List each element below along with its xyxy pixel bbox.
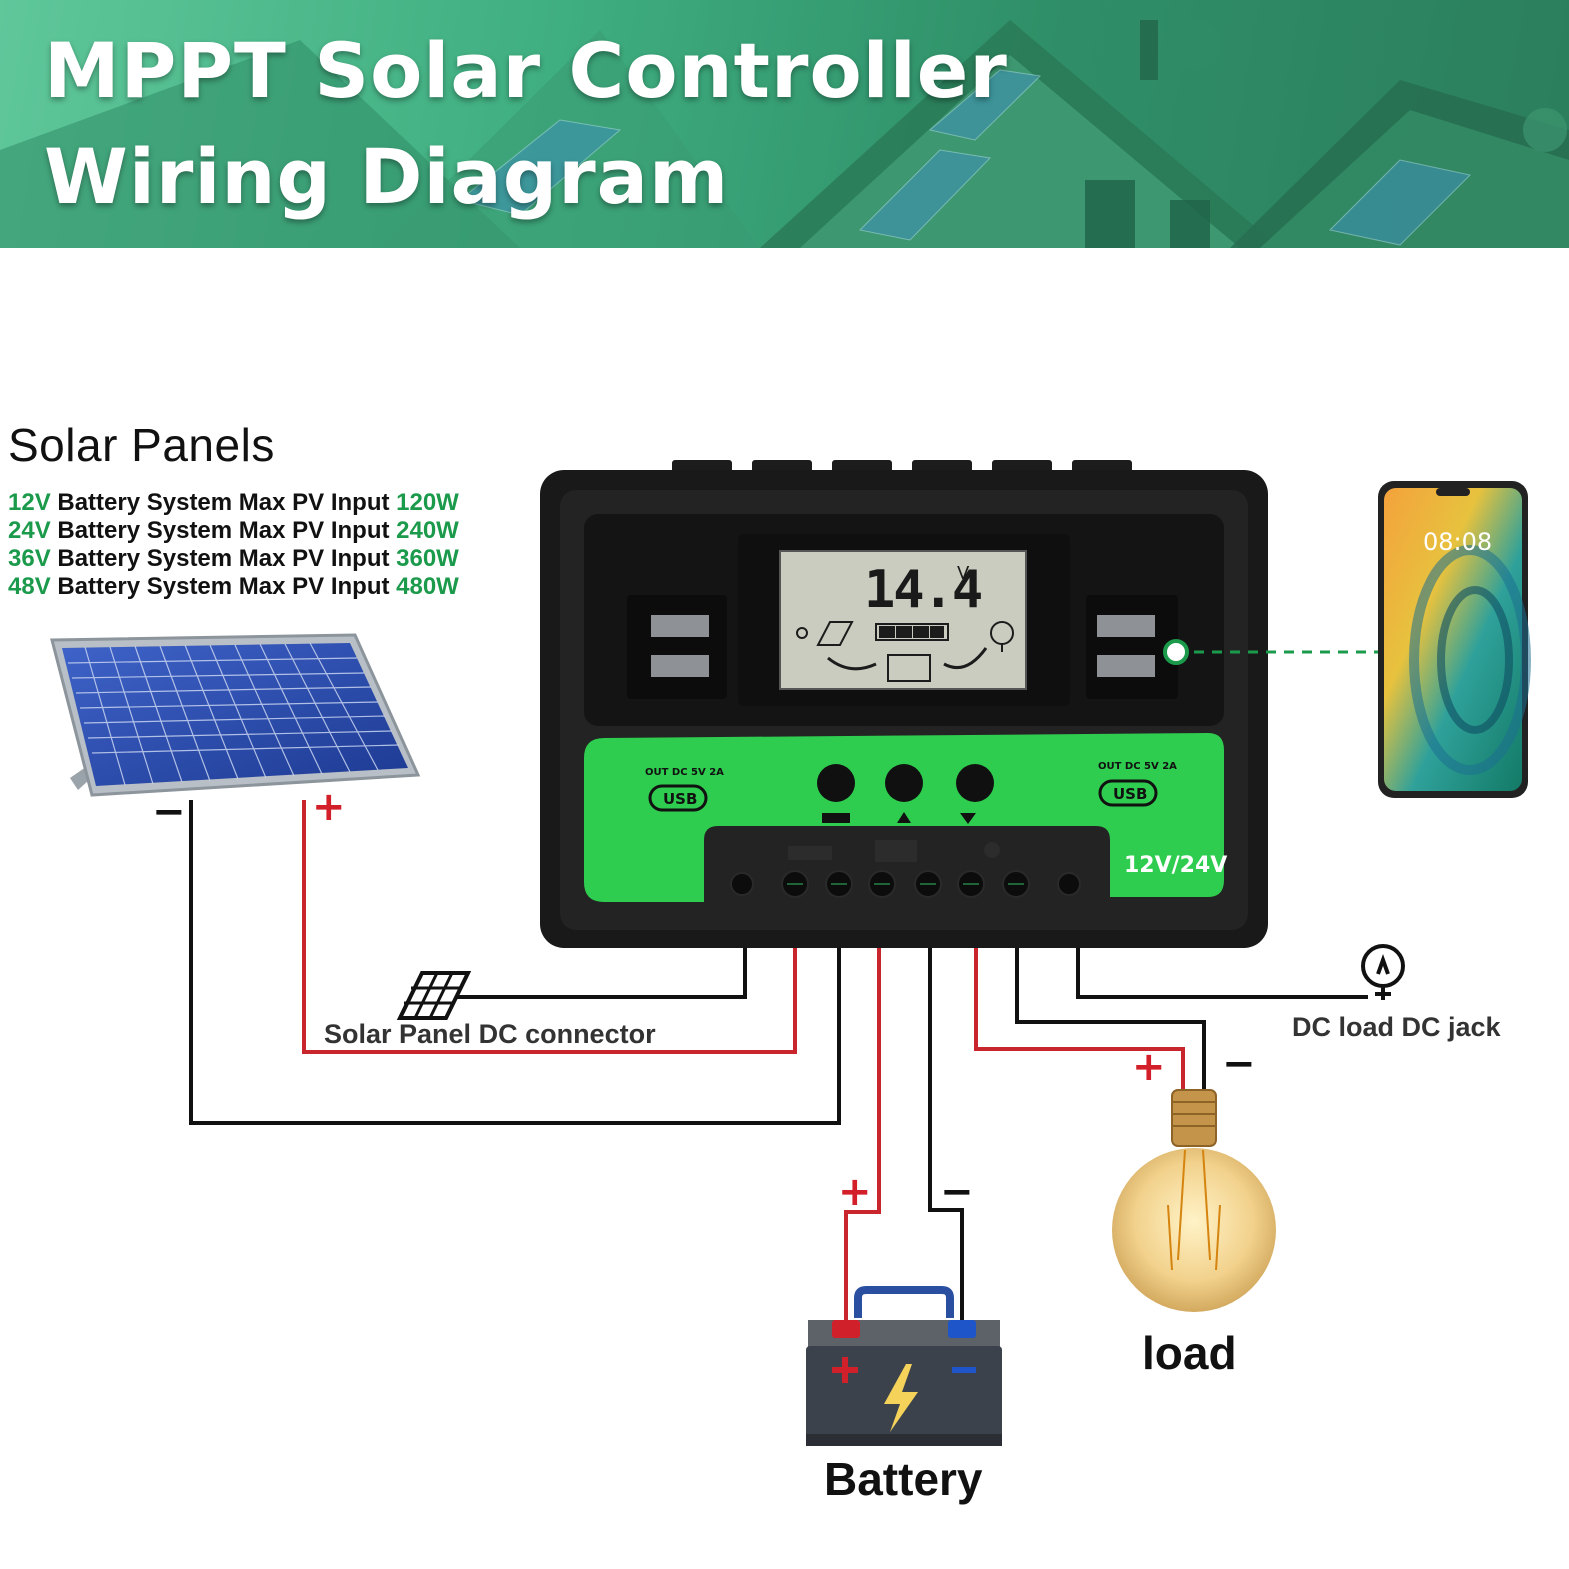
up-button <box>885 764 923 802</box>
solar-negative-sign: − <box>152 789 186 835</box>
spec-item-36v: 36V Battery System Max PV Input 360W <box>8 545 459 573</box>
spec-text: Battery System Max PV Input <box>50 489 397 516</box>
dc-jack-label: DC load DC jack <box>1292 1012 1501 1042</box>
wire-load-negative <box>1015 935 1206 1090</box>
house-background-illustration <box>0 19 1569 248</box>
spec-power: 360W <box>396 545 459 572</box>
pv-input-spec-list: 12V Battery System Max PV Input 120W 24V… <box>8 489 459 601</box>
wire-battery-negative <box>928 935 964 1320</box>
mppt-controller <box>540 460 1268 948</box>
battery-negative-sign: − <box>940 1169 974 1215</box>
smartphone-illustration <box>1378 481 1531 798</box>
page-title-line-2: Wiring Diagram <box>44 132 730 221</box>
spec-voltage: 48V <box>8 573 51 600</box>
spec-voltage: 12V <box>8 489 51 516</box>
dc-connector-label: Solar Panel DC connector <box>324 1019 656 1049</box>
spec-item-24v: 24V Battery System Max PV Input 240W <box>8 517 459 545</box>
battery-illustration <box>806 1286 1002 1446</box>
light-bulb-illustration <box>1112 1089 1276 1312</box>
usb-left-rating: OUT DC 5V 2A <box>645 767 724 778</box>
page-title: MPPT Solar Controller Wiring Diagram <box>44 18 1008 230</box>
phone-clock: 08:08 <box>1423 528 1492 556</box>
usb-right-text: USB <box>1113 785 1147 803</box>
wire-load-positive <box>974 935 1185 1090</box>
lcd-screen <box>779 550 1027 690</box>
system-voltage-label: 12V/24V <box>1124 853 1227 878</box>
spec-item-48v: 48V Battery System Max PV Input 480W <box>8 573 459 601</box>
wire-dc-connector <box>455 935 747 999</box>
usb-right-rating: OUT DC 5V 2A <box>1098 761 1177 772</box>
spec-power: 120W <box>396 489 459 516</box>
spec-text: Battery System Max PV Input <box>50 517 397 544</box>
battery-label: Battery <box>824 1453 983 1505</box>
battery-positive-sign: + <box>838 1169 872 1215</box>
wire-solar-negative <box>189 800 841 1125</box>
spec-power: 480W <box>396 573 459 600</box>
spec-power: 240W <box>396 517 459 544</box>
usb-port-indicator <box>1163 639 1189 665</box>
lcd-voltage-readout: 14.4 <box>864 560 981 620</box>
load-negative-sign: − <box>1222 1041 1256 1087</box>
solar-panel-illustration <box>50 633 421 797</box>
solar-panels-heading: Solar Panels <box>8 419 275 471</box>
dc-jack-bulb-icon <box>1361 944 1405 1000</box>
down-load-button <box>956 764 994 802</box>
spec-text: Battery System Max PV Input <box>50 545 397 572</box>
wire-solar-positive <box>302 800 797 1054</box>
wire-dc-jack <box>1076 935 1368 999</box>
spec-voltage: 36V <box>8 545 51 572</box>
load-label: load <box>1142 1327 1237 1379</box>
page-title-line-1: MPPT Solar Controller <box>44 26 1008 115</box>
spec-text: Battery System Max PV Input <box>50 573 397 600</box>
wires <box>189 800 1368 1325</box>
spec-voltage: 24V <box>8 517 51 544</box>
spec-item-12v: 12V Battery System Max PV Input 120W <box>8 489 459 517</box>
dc-connector-panel-icon <box>396 971 472 1020</box>
lcd-voltage-unit: V <box>957 563 970 584</box>
wire-battery-positive <box>844 935 881 1325</box>
menu-button <box>817 764 855 802</box>
usb-left-text: USB <box>663 790 697 808</box>
load-positive-sign: + <box>1132 1044 1166 1090</box>
header-banner: MPPT Solar Controller Wiring Diagram <box>0 0 1569 248</box>
solar-positive-sign: + <box>312 784 346 830</box>
